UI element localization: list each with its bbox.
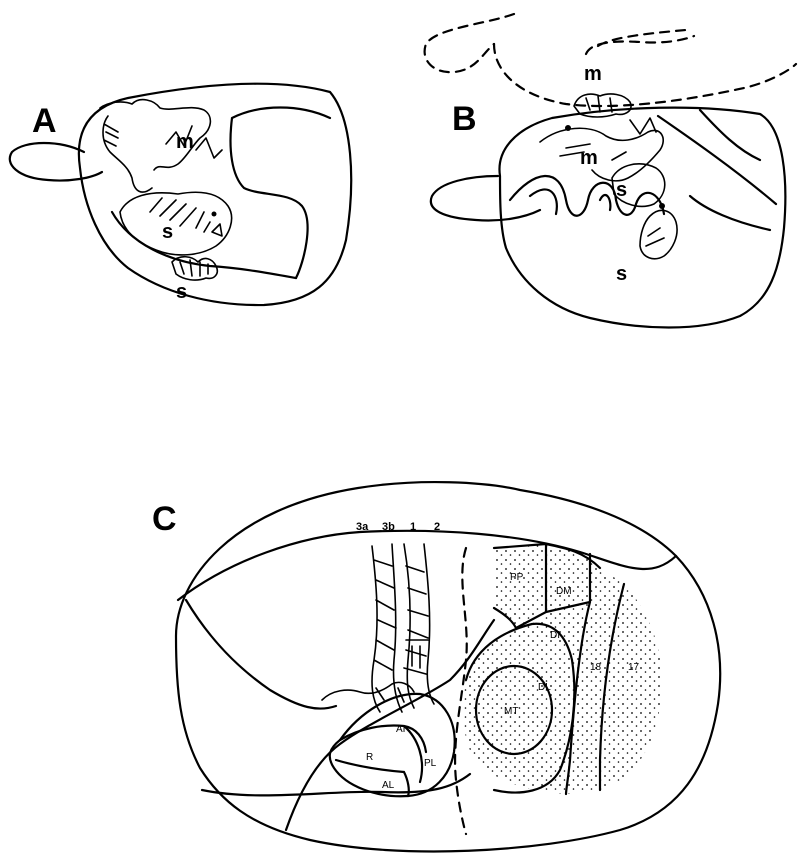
panel-a: A m s s [10,84,351,305]
panel-b-dot-1 [565,125,571,131]
panel-b-posterior-lines [658,110,776,230]
panel-a-letter: A [32,102,57,140]
panel-c-label-2: 2 [434,521,440,533]
panel-c-lateral-boundary [186,600,336,709]
panel-c-label-mt: MT [504,706,518,717]
panel-c-label-dl: DL [538,682,551,693]
panel-b-dashed-midline [494,44,796,106]
panel-c-label-3b: 3b [382,521,395,533]
panel-c: C 3a 3b 1 2 PP DM DI DL MT 18 [152,482,720,851]
panel-c-label-al: AL [382,780,395,791]
panel-b-label-m: m [580,147,598,169]
panel-a-rhinal-sulcus [112,212,296,278]
panel-c-label-pl: PL [424,758,437,769]
panel-c-label-dm: DM [556,586,572,597]
panel-c-somatosensory-strips [372,544,434,712]
panel-c-label-pp: PP [510,572,524,583]
panel-c-label-18: 18 [590,662,602,673]
panel-a-somatosensory-map [120,192,232,255]
panel-b-olfactory-bulb [431,176,540,221]
panel-b-label-s-upper: s [616,179,627,201]
panel-b-label-m-top: m [584,63,602,85]
panel-a-posterior-cortex [231,108,331,279]
panel-b-sulci [510,176,664,216]
panel-a-brain-outline [79,84,351,305]
panel-b-label-s-lower: s [616,263,627,285]
panel-c-label-ai: AI [396,724,405,735]
panel-b-letter: B [452,100,477,138]
panel-b: B m m s s [425,14,796,328]
panel-a-olfactory-bulb [10,143,102,181]
panel-c-label-1: 1 [410,521,416,533]
panel-c-letter: C [152,500,177,538]
panel-c-label-di: DI [550,630,560,641]
panel-b-dashed-outline-right [586,30,694,54]
panel-c-label-3a: 3a [356,521,369,533]
panel-c-auditory-inner [336,726,426,796]
panel-c-somatosensory-lower [322,682,414,702]
panel-a-label-m: m [176,131,194,153]
panel-b-dot-2 [659,203,665,209]
panel-a-label-s-lower: s [176,281,187,303]
panel-c-label-r: R [366,752,373,763]
panel-a-whisker-mark [212,224,222,236]
panel-a-dot [212,212,217,217]
panel-b-motor-map [540,118,663,181]
panel-c-lateral-sulcus [202,774,470,795]
panel-a-label-s: s [162,221,173,243]
panel-b-dashed-outline-left [425,14,514,72]
panel-a-motor-map [100,100,222,192]
panel-c-label-17: 17 [628,662,640,673]
